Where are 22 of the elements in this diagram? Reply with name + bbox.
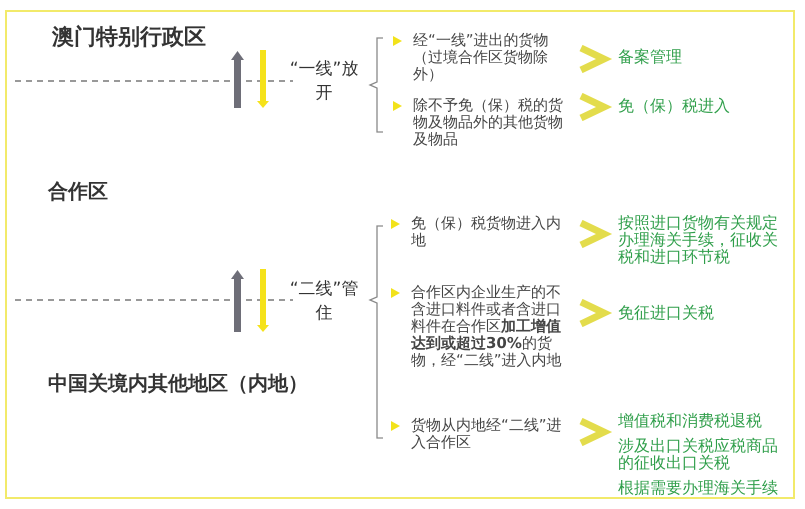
chevron-arrow <box>580 220 612 248</box>
result-text: 免征进口关税 <box>607 304 777 329</box>
chevron-arrow <box>580 44 612 74</box>
result-line: 涉及出口关税应税商品的征收出口关税 <box>618 437 779 471</box>
result-line: 根据需要办理海关手续 <box>618 479 779 496</box>
item-text: 经“一线”进出的货物（过境合作区货物除外） <box>405 32 571 83</box>
item-text: 合作区内企业生产的不含进口料件或者含进口料件在合作区加工增值达到或超过30%的货物，经“二线”进入内地 <box>403 284 571 369</box>
item-text: 货物从内地经“二线”进入合作区 <box>403 417 571 451</box>
result-text: 免（保）税进入 <box>607 97 777 122</box>
line-label: “二线”管住 <box>288 278 360 325</box>
region-label: 澳门特别行政区 <box>52 24 206 52</box>
item-text: 除不予免（保）税的货物及物品外的其他货物及物品 <box>405 97 571 148</box>
item-text: 免（保）税货物进入内地 <box>403 215 571 249</box>
line-label: “一线”放开 <box>288 58 360 105</box>
result-text: 备案管理 <box>607 48 777 73</box>
result-text: 按照进口货物有关规定办理海关手续，征收关税和进口环节税 <box>607 214 787 273</box>
chevron-arrow <box>580 92 612 122</box>
chevron-arrow <box>580 298 612 328</box>
result-line: 增值税和消费税退税 <box>618 412 763 429</box>
region-label: 中国关境内其他地区（内地） <box>48 370 308 397</box>
region-label: 合作区 <box>48 178 108 205</box>
chevron-arrow <box>580 418 612 446</box>
